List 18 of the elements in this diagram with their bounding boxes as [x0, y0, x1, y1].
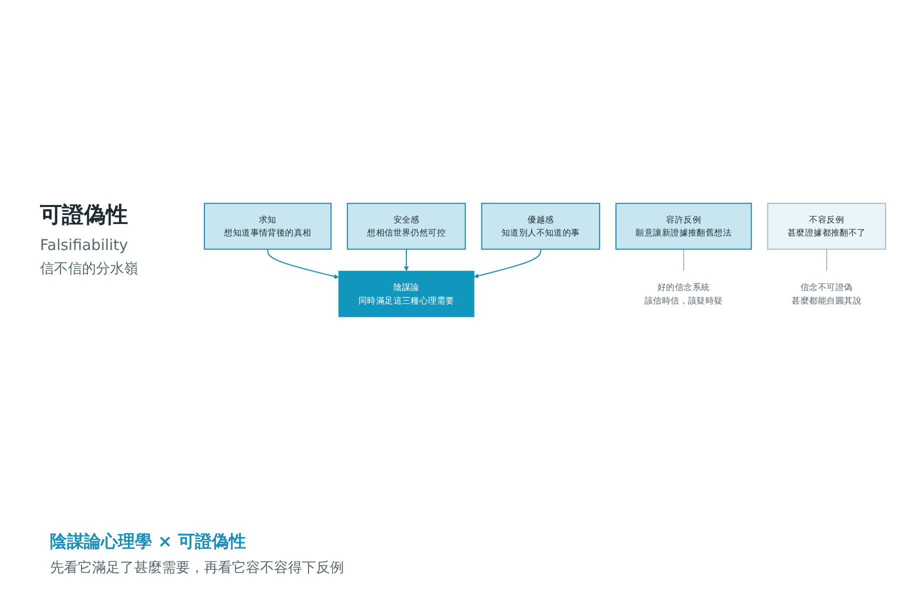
section-note: 信不信的分水嶺 — [40, 260, 139, 278]
node-text: 好的信念系統 該信時信，該疑時疑 — [644, 282, 723, 306]
connector — [826, 249, 828, 271]
arrow — [404, 249, 409, 272]
node-text: 信念不可證偽 甚麼都能自圓其說 — [792, 282, 862, 306]
caption: 先看它滿足了甚麼需要，再看它容不容得下反例 — [50, 559, 344, 577]
node-box: 容許反例 願意讓新證據推翻舊想法 — [615, 202, 752, 250]
node-box: 不容反例 甚麼證據都推翻不了 — [767, 202, 886, 250]
connector — [683, 249, 684, 271]
arrow — [267, 249, 339, 279]
title: 陰謀論心理學 × 可證偽性 — [50, 531, 248, 553]
node-box: 優越感 知道別人不知道的事 — [481, 202, 600, 250]
section-note: Falsifiability — [40, 236, 130, 254]
node-box: 求知 想知道事情背後的真相 — [204, 202, 332, 250]
section-heading: 可證偽性 — [40, 202, 129, 230]
node-box: 安全感 想相信世界仍然可控 — [346, 202, 466, 250]
arrow — [474, 249, 542, 278]
node-box: 陰謀論 同時滿足這三種心理需要 — [338, 270, 474, 318]
